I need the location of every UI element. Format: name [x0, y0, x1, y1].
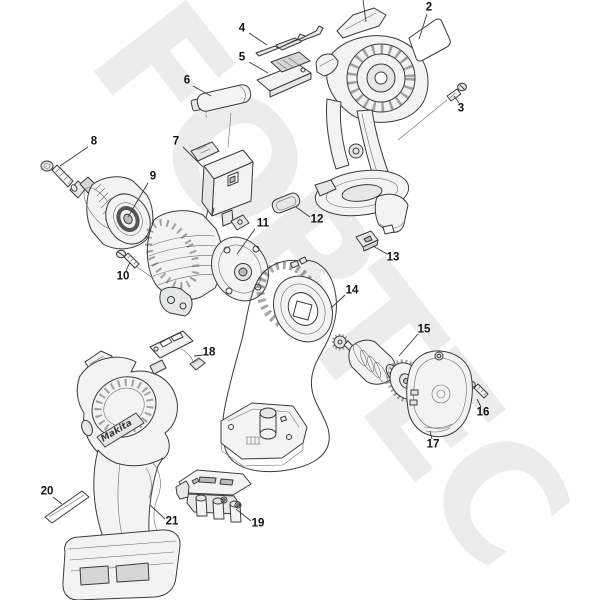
leader-line-10: [125, 261, 131, 272]
leader-lines: [52, 0, 482, 522]
leader-line-16: [476, 398, 482, 408]
part-7-switch: [190, 141, 254, 227]
part-14-motor-assembly: [220, 256, 337, 473]
part-6-lamp-cover: [190, 84, 252, 148]
part-label-3: 3: [457, 102, 465, 115]
part-label-11: 11: [256, 217, 270, 230]
leader-line-4: [248, 32, 268, 46]
part-13-clip: [355, 230, 379, 252]
part-label-4: 4: [238, 22, 246, 35]
part-5-switch-slide: [256, 51, 312, 98]
part-1-motor-housing: [314, 7, 429, 235]
part-label-5: 5: [238, 51, 246, 64]
part-17-end-cap: [406, 350, 473, 438]
part-11-gearbox: [144, 210, 269, 317]
part-label-10: 10: [116, 270, 130, 283]
leader-line-8: [59, 146, 89, 167]
part-label-9: 9: [149, 170, 157, 183]
leader-line-14: [330, 294, 346, 309]
part-label-13: 13: [386, 251, 400, 264]
part-label-17: 17: [426, 438, 440, 451]
part-label-21: 21: [165, 515, 179, 528]
part-19-terminal-block: [175, 469, 252, 523]
part-label-8: 8: [90, 135, 98, 148]
leader-line-6: [192, 85, 212, 97]
part-label-6: 6: [183, 74, 191, 87]
part-3-screw: [397, 82, 467, 141]
leader-line-7: [182, 146, 204, 168]
leader-line-21: [149, 504, 166, 520]
leader-line-12: [295, 206, 311, 218]
part-label-2: 2: [425, 1, 433, 14]
part-21-handle-housing: Makita: [62, 350, 181, 600]
leader-line-13: [372, 245, 388, 255]
part-4-strips: [255, 25, 324, 57]
leader-line-17: [429, 430, 433, 440]
part-label-12: 12: [310, 213, 324, 226]
part-12-pad: [271, 192, 301, 214]
leader-line-3: [453, 95, 460, 104]
part-8-screw: [40, 160, 74, 188]
leader-line-9: [127, 182, 149, 218]
leader-line-5: [248, 61, 269, 74]
leader-line-2: [418, 13, 428, 40]
part-label-19: 19: [251, 517, 265, 530]
leader-line-20: [52, 496, 63, 505]
part-20-label-strip: [44, 490, 90, 524]
leader-line-18: [193, 354, 204, 357]
part-label-18: 18: [202, 346, 216, 359]
part-9-chuck: [69, 176, 154, 250]
leader-line-1: [362, 0, 367, 23]
part-18-lever: [149, 330, 206, 371]
leader-line-15: [398, 333, 419, 357]
part-label-15: 15: [417, 323, 431, 336]
leader-line-19: [235, 508, 252, 522]
part-label-20: 20: [40, 485, 54, 498]
part-label-14: 14: [345, 284, 359, 297]
leader-line-11: [236, 228, 256, 255]
part-label-16: 16: [476, 406, 490, 419]
part-2-label-sticker: [408, 18, 451, 62]
part-label-7: 7: [172, 135, 180, 148]
